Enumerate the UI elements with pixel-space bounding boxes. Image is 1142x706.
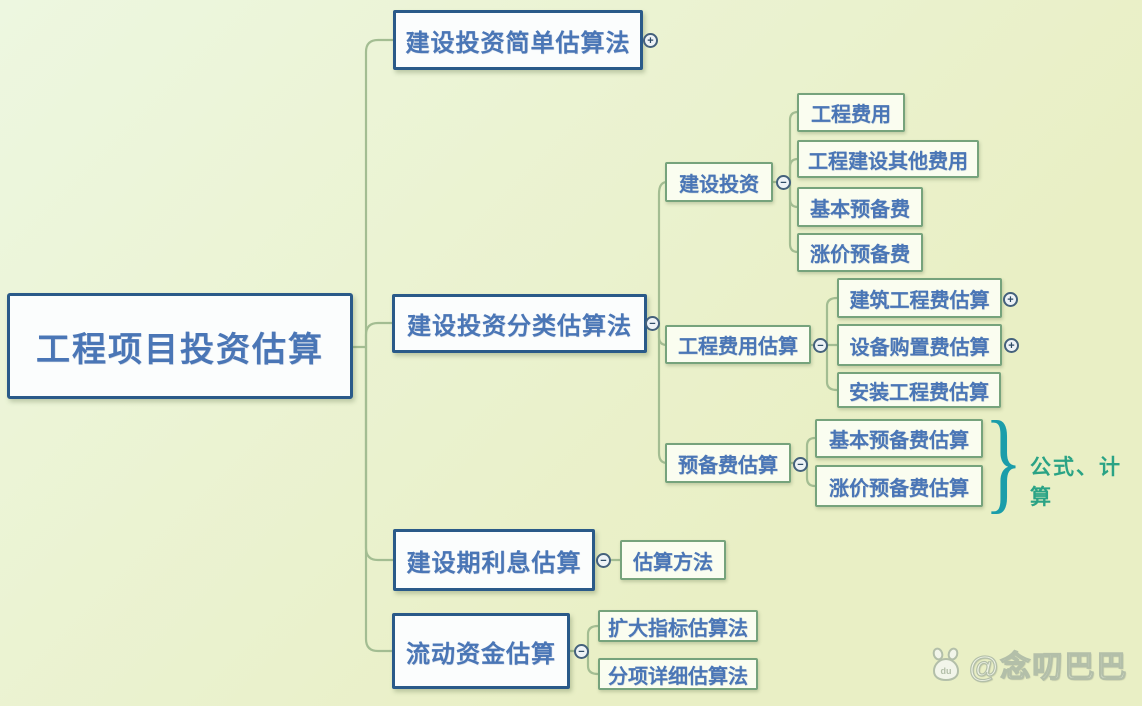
node-reserve-cost-estimation[interactable]: 预备费估算 — [665, 443, 791, 483]
node-engineering-cost-estimation[interactable]: 工程费用估算 — [665, 325, 811, 364]
node-label: 建设期利息估算 — [406, 549, 582, 577]
connector-line — [364, 38, 395, 349]
connector-line — [825, 296, 839, 347]
node-equipment-purchase-estimation[interactable]: 设备购置费估算 — [837, 324, 1002, 366]
connector-line — [788, 180, 800, 254]
connector-line — [805, 462, 817, 488]
connector-line — [586, 649, 600, 676]
connector-line — [364, 345, 395, 562]
node-label: 安装工程费估算 — [849, 381, 989, 404]
node-simple-estimation-method[interactable]: 建设投资简单估算法 — [393, 10, 643, 70]
node-label: 工程费用 — [811, 104, 891, 126]
node-label: 建筑工程费估算 — [849, 289, 990, 312]
node-working-capital[interactable]: 流动资金估算 — [392, 613, 570, 689]
connector-line — [805, 436, 817, 466]
collapse-toggle-icon[interactable]: − — [813, 338, 828, 353]
connector-line — [788, 110, 800, 184]
node-label: 预备费估算 — [678, 454, 778, 477]
svg-text:du: du — [941, 666, 952, 676]
connector-line — [788, 157, 800, 184]
watermark: du @念叨巴巴 — [928, 642, 1128, 686]
formula-note: 公式、计算 — [1030, 456, 1122, 509]
node-expanded-index-method[interactable]: 扩大指标估算法 — [598, 610, 758, 642]
collapse-toggle-icon[interactable]: − — [645, 316, 660, 331]
node-construction-interest[interactable]: 建设期利息估算 — [393, 529, 595, 591]
node-label: 涨价预备费估算 — [829, 477, 969, 500]
curly-brace: } — [984, 399, 1023, 524]
baidu-paw-icon: du — [932, 647, 960, 682]
node-root[interactable]: 工程项目投资估算 — [7, 293, 353, 399]
connector-line — [364, 321, 394, 349]
node-estimation-method[interactable]: 估算方法 — [620, 540, 726, 580]
collapse-toggle-icon[interactable]: − — [596, 553, 611, 568]
connector-line — [825, 343, 839, 392]
node-label: 建设投资简单估算法 — [405, 29, 631, 57]
node-other-construction-fee[interactable]: 工程建设其他费用 — [797, 140, 979, 178]
node-label: 估算方法 — [633, 551, 713, 574]
node-price-rise-reserve-estimation[interactable]: 涨价预备费估算 — [815, 465, 983, 507]
node-label: 基本预备费估算 — [829, 430, 969, 452]
expand-toggle-icon[interactable]: + — [1003, 292, 1018, 307]
node-label: 基本预备费 — [810, 198, 910, 221]
node-label: 工程费用估算 — [678, 336, 798, 358]
collapse-toggle-icon[interactable]: − — [776, 175, 791, 190]
node-label: 建设投资 — [679, 173, 759, 196]
expand-toggle-icon[interactable]: + — [643, 33, 658, 48]
node-engineering-fee[interactable]: 工程费用 — [797, 93, 905, 132]
node-installation-cost-estimation[interactable]: 安装工程费估算 — [837, 372, 1001, 408]
node-label: 涨价预备费 — [810, 244, 910, 266]
node-label: 工程建设其他费用 — [808, 150, 968, 173]
node-label: 建设投资分类估算法 — [407, 313, 632, 340]
connector-line — [586, 624, 600, 653]
watermark-text: @念叨巴巴 — [968, 650, 1129, 684]
node-construction-investment[interactable]: 建设投资 — [665, 162, 773, 202]
node-itemized-detail-method[interactable]: 分项详细估算法 — [598, 658, 758, 690]
node-label: 设备购置费估算 — [849, 336, 990, 359]
node-classified-estimation-method[interactable]: 建设投资分类估算法 — [392, 294, 647, 353]
connector-line — [364, 345, 394, 653]
node-basic-reserve-fee[interactable]: 基本预备费 — [797, 187, 923, 227]
collapse-toggle-icon[interactable]: − — [574, 644, 589, 659]
node-label: 流动资金估算 — [406, 640, 556, 668]
node-building-cost-estimation[interactable]: 建筑工程费估算 — [837, 278, 1002, 318]
node-label: 扩大指标估算法 — [608, 617, 748, 640]
node-label: 分项详细估算法 — [608, 665, 748, 688]
node-basic-reserve-estimation[interactable]: 基本预备费估算 — [815, 419, 983, 458]
connector-line — [657, 180, 669, 325]
expand-toggle-icon[interactable]: + — [1004, 338, 1019, 353]
node-price-rise-reserve-fee[interactable]: 涨价预备费 — [797, 233, 923, 272]
collapse-toggle-icon[interactable]: − — [793, 457, 808, 472]
node-label: 工程项目投资估算 — [36, 330, 324, 369]
